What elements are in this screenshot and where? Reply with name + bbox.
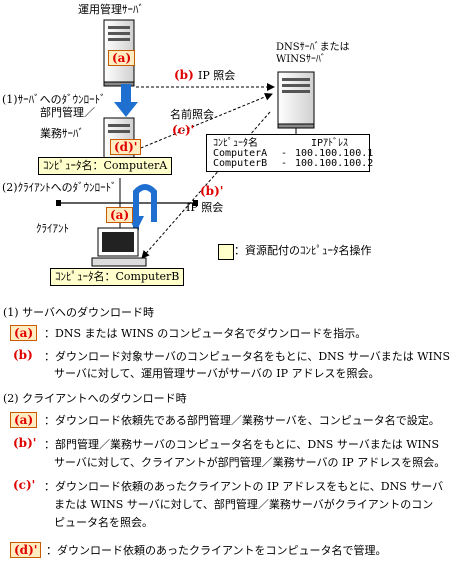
step2-label: (2)ｸﾗｲｱﾝﾄへのﾀﾞｳﾝﾛｰﾄﾞ [2,181,117,194]
note-2b-text2: サーバに対して、クライアントが部門管理／業務サーバの IP アドレスを照会。 [54,456,446,469]
note-2c-text2: または WINS サーバに対して、部門管理／業務サーバがクライアントのコン [54,498,434,511]
note-2c-key: (c)' [13,478,36,492]
note-1b-text: ：ダウンロード対象サーバのコンピュータ名をもとに、DNS サーバまたは WINS [44,350,451,363]
note-1a: (a) ：DNS または WINS のコンピュータ名でダウンロードを指示。 [10,325,466,343]
arrow-c-title: 名前照会 [170,108,214,121]
tag-a-client: (a) [106,207,134,223]
table-row-a-dash: - [281,148,288,159]
note-2a: (a) ：ダウンロード依頼先である部門管理／業務サーバを、コンピュータ名で設定。 [10,412,466,430]
arrow-c-tag: (c)' [172,123,195,137]
table-header-ip: IPｱﾄﾞﾚｽ [311,138,349,149]
tag-a-top: (a) [108,50,136,66]
note-2c: (c)' ：ダウンロード依頼のあったクライアントの IP アドレスをもとに、DN… [10,478,466,534]
client-label: ｸﾗｲｱﾝﾄ [36,222,69,235]
arrow-b-tag: (b) [174,68,194,82]
dept-server-label-2: 業務ｻｰﾊﾞ [40,127,84,140]
note-1b: (b) ：ダウンロード対象サーバのコンピュータ名をもとに、DNS サーバまたは … [10,348,466,382]
dept-server-label-1: 部門管理／ [40,106,95,119]
arrow-b-text: IP 照会 [198,69,236,82]
note-1a-key: (a) [10,325,38,341]
table-row-b-ip: 100.100.100.2 [295,158,374,169]
dns-server-icon [277,71,315,129]
note-1b-key: (b) [13,348,33,362]
download-arrow-1 [114,84,138,117]
step1-label: (1)ｻｰﾊﾞへのﾀﾞｳﾝﾛｰﾄﾞ [2,93,106,106]
table-row-b-dash: - [281,158,288,169]
arrow-c-name-query [135,92,273,151]
note-2a-text: ：ダウンロード依頼先である部門管理／業務サーバを、コンピュータ名で設定。 [44,414,440,427]
note-2d-text: ：ダウンロード依頼のあったクライアントをコンピュータ名で管理。 [46,544,387,557]
legend-swatch [218,244,234,260]
note-2c-text: ：ダウンロード依頼のあったクライアントの IP アドレスをもとに、DNS サーバ [44,480,444,493]
table-row-a-ip: 100.100.100.1 [295,148,374,159]
note-1b-text2: サーバに対して、運用管理サーバがサーバの IP アドレスを照会。 [54,367,380,380]
section1-title: (1) サーバへのダウンロード時 [3,306,154,319]
note-2d: (d)' ：ダウンロード依頼のあったクライアントをコンピュータ名で管理。 [10,542,466,560]
management-server-label: 運用管理ｻｰﾊﾞ [78,3,144,16]
tag-d-dept: (d)' [110,139,142,155]
dns-table: ｺﾝﾋﾟｭｰﾀ名 IPｱﾄﾞﾚｽ ComputerA - 100.100.100… [206,134,374,172]
note-1a-text: ：DNS または WINS のコンピュータ名でダウンロードを指示。 [44,327,367,340]
note-2b-key: (b)' [13,436,37,450]
arrow-bp-tag: (b)' [200,184,224,198]
client-pc-icon [91,227,147,267]
legend-text: ：資源配付のｺﾝﾋﾟｭｰﾀ名操作 [234,244,372,257]
table-row-a-name: ComputerA [213,148,268,159]
note-2d-key: (d)' [10,542,42,558]
table-header-name: ｺﾝﾋﾟｭｰﾀ名 [213,138,258,149]
computer-b-box: ｺﾝﾋﾟｭｰﾀ名：ComputerB [50,268,185,286]
note-2c-text3: ピュータ名を照会。 [54,516,153,529]
note-2b: (b)' ：部門管理／業務サーバのコンピュータ名をもとに、DNS サーバまたは … [10,436,466,470]
computer-a-box: ｺﾝﾋﾟｭｰﾀ名：ComputerA [38,157,173,175]
dns-server-label: DNSｻｰﾊﾞまたは WINSｻｰﾊﾞ [276,42,350,65]
table-row-b-name: ComputerB [213,158,268,169]
section2-title: (2) クライアントへのダウンロード時 [3,392,187,405]
arrow-bp-text: IP 照会 [186,201,224,214]
note-2a-key: (a) [10,412,38,428]
note-2b-text: ：部門管理／業務サーバのコンピュータ名をもとに、DNS サーバまたは WINS [44,438,440,451]
